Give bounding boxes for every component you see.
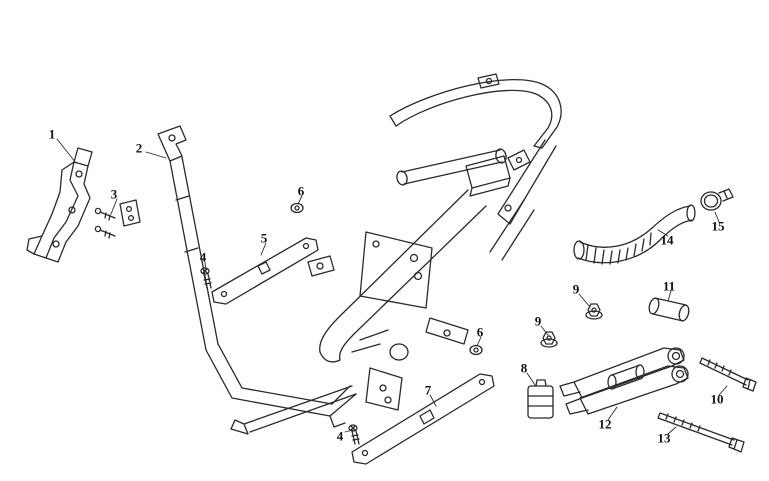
callout-5: 5 xyxy=(260,230,268,246)
callout-2: 2 xyxy=(135,140,143,156)
part-8-rubber-mount xyxy=(527,379,554,419)
callout-4-upper: 4 xyxy=(199,249,207,265)
callout-11: 11 xyxy=(662,278,676,294)
part-6-nut-lower xyxy=(469,344,483,356)
part-4-screw-upper xyxy=(200,267,212,289)
callout-15: 15 xyxy=(711,218,725,234)
part-14-air-duct xyxy=(573,204,696,265)
callout-6-upper: 6 xyxy=(297,183,305,199)
part-9-flange-nuts xyxy=(540,303,603,348)
part-7-brace-bar-lower xyxy=(351,373,495,465)
part-5-brace-bar xyxy=(211,237,319,305)
callout-10: 10 xyxy=(710,391,724,407)
part-2-center-stand xyxy=(157,125,357,435)
callout-9-left: 9 xyxy=(534,313,542,329)
callout-8: 8 xyxy=(520,360,528,376)
part-6-nut-upper xyxy=(290,202,304,214)
part-1-front-bracket xyxy=(26,147,93,263)
callout-9-right: 9 xyxy=(572,281,580,297)
callout-3: 3 xyxy=(110,186,118,202)
part-3-screws xyxy=(94,199,141,239)
callout-6-lower: 6 xyxy=(476,324,484,340)
main-frame xyxy=(307,73,562,411)
part-11-spacer xyxy=(648,297,690,322)
callout-12: 12 xyxy=(598,416,612,432)
leader-lines xyxy=(56,138,728,435)
callout-14: 14 xyxy=(660,232,674,248)
part-15-hose-clamp xyxy=(700,188,734,211)
part-12-engine-hanger xyxy=(559,347,689,415)
callout-7: 7 xyxy=(424,382,432,398)
part-4-screw-lower xyxy=(348,424,360,445)
callout-1: 1 xyxy=(48,126,56,142)
part-13-bolt xyxy=(657,412,745,453)
callout-13: 13 xyxy=(657,430,671,446)
callout-4-lower: 4 xyxy=(336,428,344,444)
part-10-bolt xyxy=(699,357,757,392)
